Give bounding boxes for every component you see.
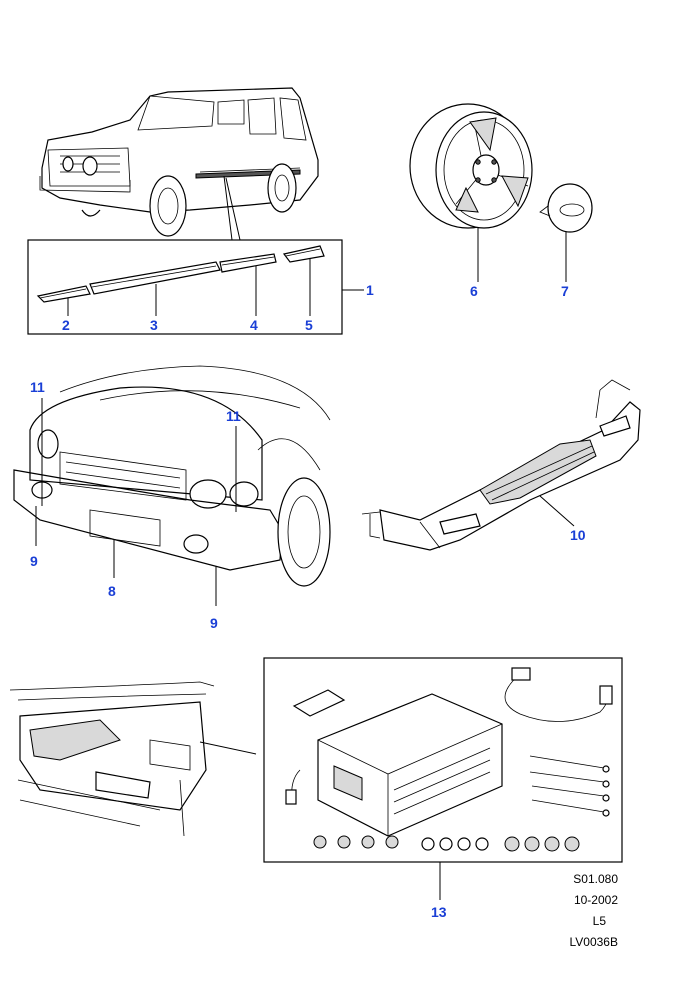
fixing-washers <box>421 837 489 851</box>
callout-5: 5 <box>305 317 313 333</box>
moulding-strip-4 <box>219 253 277 273</box>
sheet-reference: S01.080 <box>573 872 618 886</box>
level-reference: L5 <box>593 914 607 928</box>
callout-6: 6 <box>470 283 478 299</box>
moulding-strip-2 <box>36 285 91 303</box>
callout-9-left: 9 <box>30 553 38 569</box>
callout-11-left: 11 <box>30 379 45 395</box>
alloy-wheel <box>409 103 533 282</box>
fixing-nuts <box>504 836 580 852</box>
wheel-centre-cap <box>539 183 593 282</box>
callout-7: 7 <box>561 283 569 299</box>
callout-10: 10 <box>570 527 586 543</box>
vehicle-illustration <box>39 87 319 241</box>
fixing-screws <box>313 835 399 849</box>
rear-bumper-illustration <box>361 379 641 551</box>
accessory-kit-box <box>263 657 623 900</box>
moulding-strip-3 <box>89 261 221 295</box>
moulding-kit-box <box>27 239 364 335</box>
callout-11-right: 11 <box>226 408 241 424</box>
callout-3: 3 <box>150 317 158 333</box>
callout-2: 2 <box>62 317 70 333</box>
diagram-code: LV0036B <box>570 935 619 949</box>
callout-1: 1 <box>366 282 374 298</box>
callout-9-right: 9 <box>210 615 218 631</box>
callout-4: 4 <box>250 317 258 333</box>
moulding-strip-5 <box>282 245 325 263</box>
front-bumper-illustration <box>13 365 331 606</box>
callout-8: 8 <box>108 583 116 599</box>
callout-13: 13 <box>431 904 447 920</box>
mounting-detail-illustration <box>9 681 257 837</box>
date-reference: 10-2002 <box>574 893 618 907</box>
